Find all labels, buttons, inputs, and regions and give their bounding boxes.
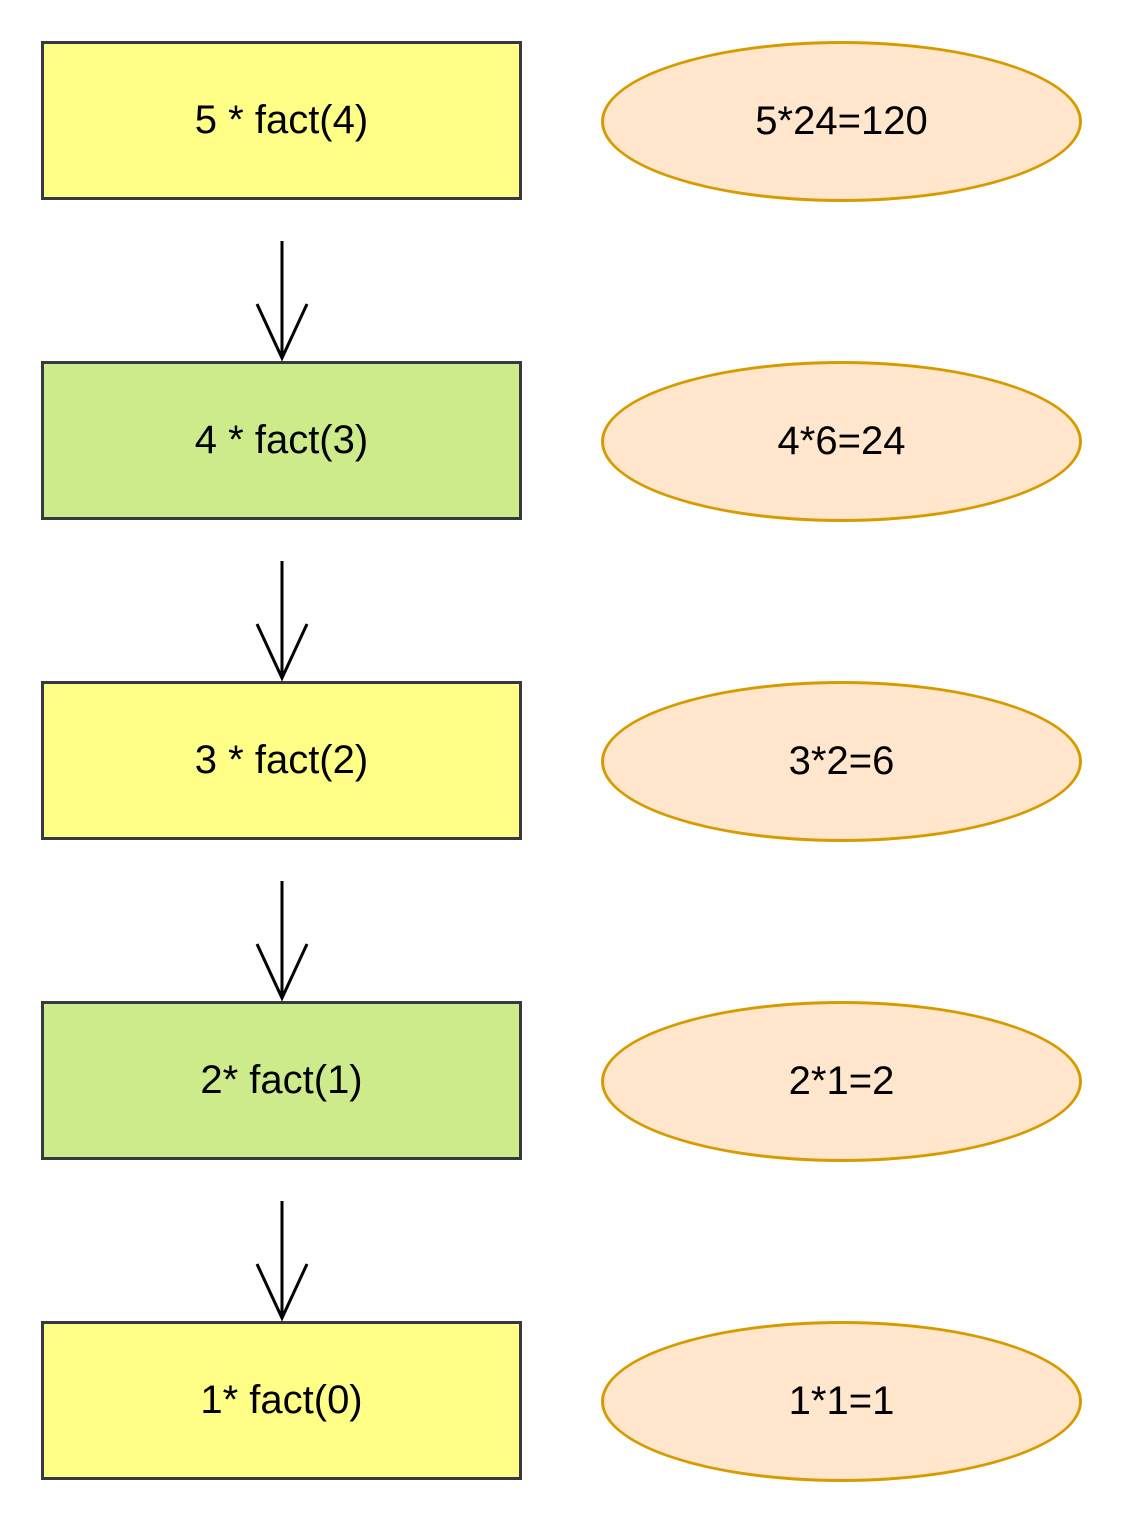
call-label: 4 * fact(3)	[194, 418, 369, 462]
result-label: 5*24=120	[755, 99, 928, 143]
result-label: 3*2=6	[788, 739, 895, 783]
result-ellipse-120: 5*24=120	[601, 41, 1082, 202]
call-box-fact-0: 1* fact(0)	[41, 1321, 522, 1480]
result-ellipse-24: 4*6=24	[601, 361, 1082, 522]
result-ellipse-6: 3*2=6	[601, 681, 1082, 842]
call-box-fact-4: 5 * fact(4)	[41, 41, 522, 200]
call-label: 3 * fact(2)	[194, 738, 369, 782]
call-box-fact-2: 3 * fact(2)	[41, 681, 522, 840]
call-box-fact-1: 2* fact(1)	[41, 1001, 522, 1160]
call-label: 2* fact(1)	[200, 1058, 363, 1102]
result-label: 2*1=2	[788, 1059, 895, 1103]
call-box-fact-3: 4 * fact(3)	[41, 361, 522, 520]
result-ellipse-1: 1*1=1	[601, 1321, 1082, 1482]
result-ellipse-2: 2*1=2	[601, 1001, 1082, 1162]
call-label: 5 * fact(4)	[194, 98, 369, 142]
down-arrow-icon	[255, 241, 309, 362]
result-label: 1*1=1	[788, 1379, 895, 1423]
call-label: 1* fact(0)	[200, 1378, 363, 1422]
down-arrow-icon	[255, 1201, 309, 1322]
result-label: 4*6=24	[777, 419, 906, 463]
down-arrow-icon	[255, 561, 309, 682]
down-arrow-icon	[255, 881, 309, 1002]
